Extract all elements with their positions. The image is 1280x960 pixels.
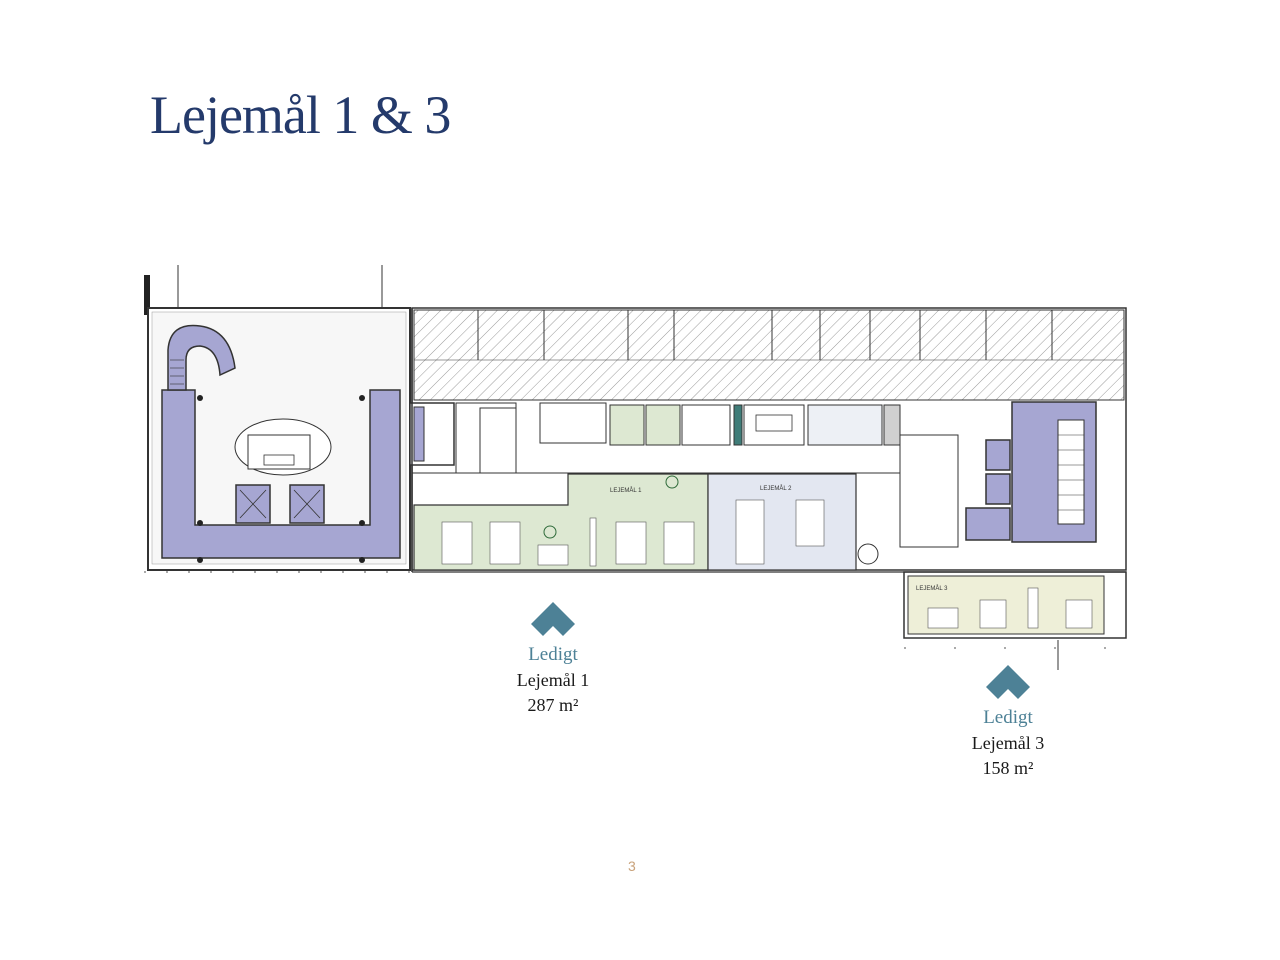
lejemaal-3-label: LEJEMÅL 3: [916, 585, 948, 592]
location-arrow-icon: [531, 602, 575, 636]
page-title: Lejemål 1 & 3: [150, 85, 451, 145]
page-number: 3: [628, 858, 636, 874]
marker-area: 158 m²: [982, 758, 1034, 778]
floor-plan: LEJEMÅL 1 LEJEMÅL 2 LEJEMÅL 3: [144, 265, 1127, 670]
marker-lejemaal-1[interactable]: Ledigt Lejemål 1 287 m²: [473, 600, 633, 716]
marker-name: Lejemål 1: [516, 670, 590, 690]
marker-status: Ledigt: [983, 707, 1033, 728]
lejemaal-2-label: LEJEMÅL 2: [760, 485, 792, 492]
lejemaal-2-area: LEJEMÅL 2: [707, 473, 879, 571]
atrium-building: [144, 307, 411, 573]
marker-lejemaal-3[interactable]: Ledigt Lejemål 3 158 m²: [928, 663, 1088, 779]
lejemaal-3-area: LEJEMÅL 3: [903, 571, 1127, 670]
lejemaal-1-label: LEJEMÅL 1: [610, 487, 642, 494]
marker-name: Lejemål 3: [971, 733, 1045, 753]
location-arrow-icon: [986, 665, 1030, 699]
marker-area: 287 m²: [527, 695, 579, 715]
marker-status: Ledigt: [528, 644, 578, 665]
